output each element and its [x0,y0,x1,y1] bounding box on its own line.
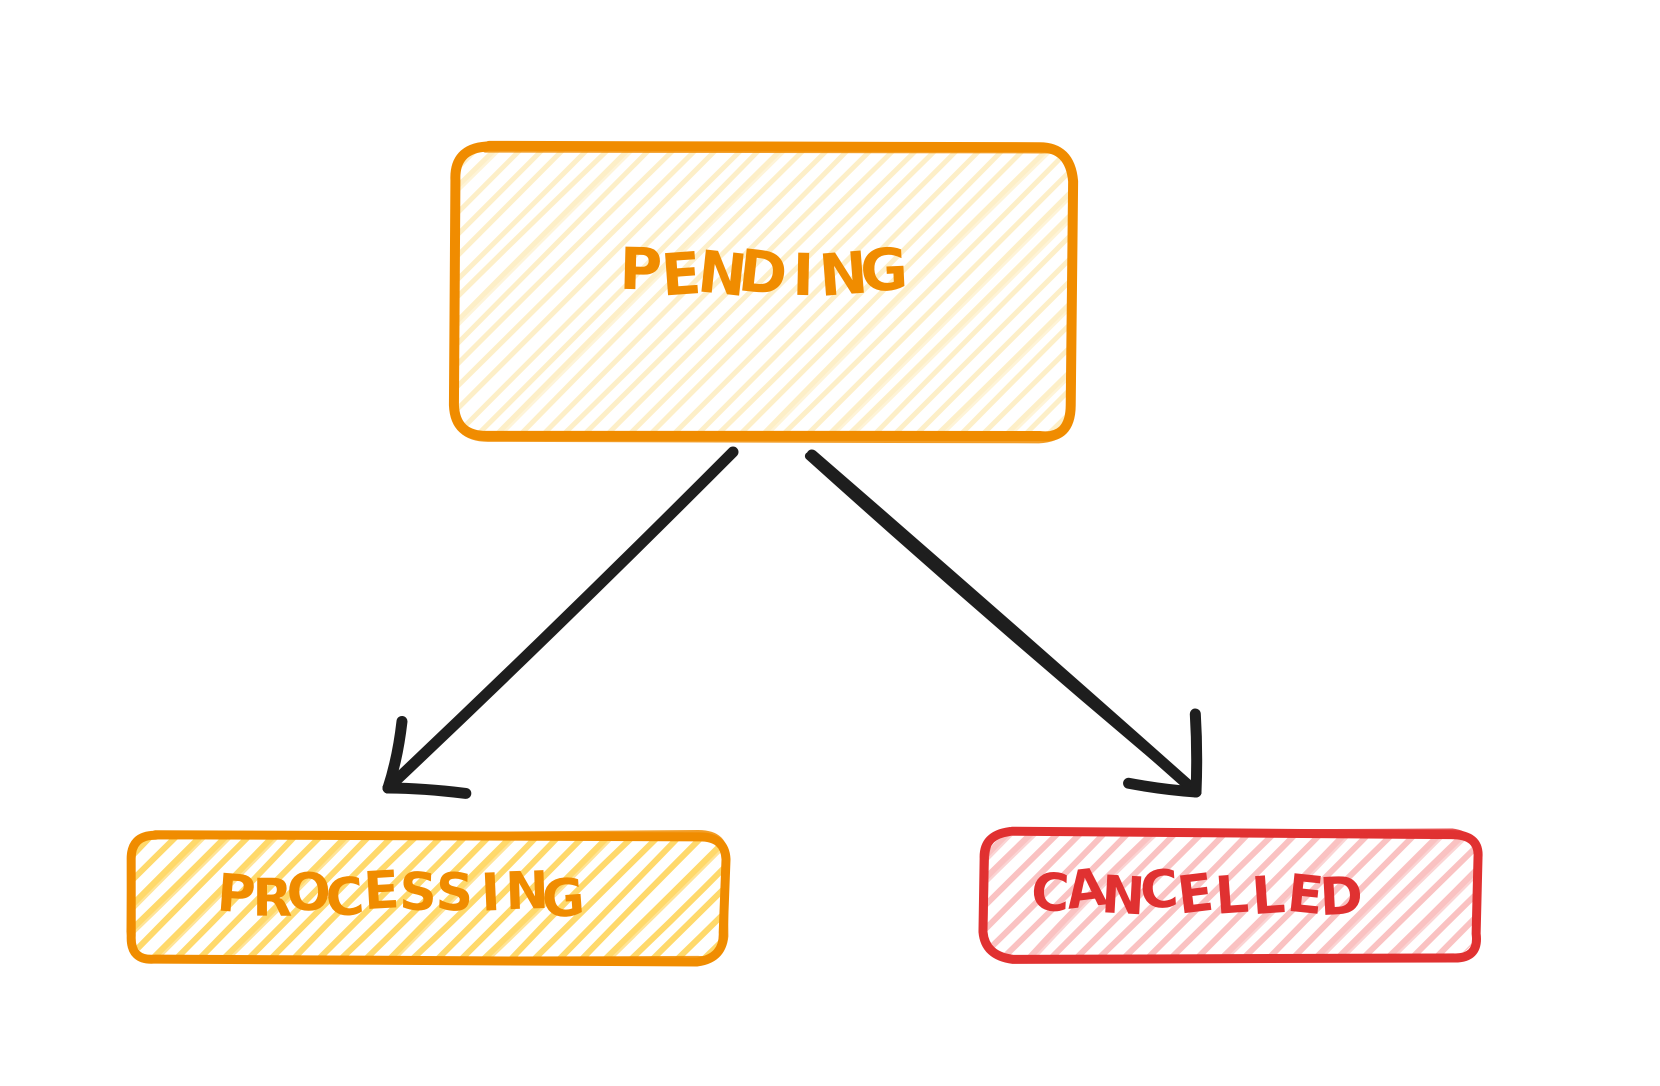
svg-text:E: E [362,860,405,922]
svg-text:O: O [286,863,335,923]
svg-text:P: P [619,235,668,304]
svg-text:D: D [1318,866,1369,928]
node-border-second-pass [982,828,1482,963]
svg-text:A: A [1063,857,1115,922]
svg-text:R: R [252,869,297,929]
svg-text:I: I [792,241,820,310]
svg-text:L: L [1213,864,1255,927]
node-border-second-pass [126,829,729,963]
svg-text:I: I [480,863,506,924]
edge-pending-to-cancelled[interactable] [804,449,1203,798]
svg-text:G: G [540,867,591,930]
svg-text:E: E [1174,862,1221,926]
svg-text:C: C [1030,863,1075,925]
node-border-second-pass [449,143,1076,444]
node-hatch-fill [457,150,1070,436]
svg-text:N: N [695,237,755,310]
edge-line [804,452,1200,796]
svg-text:D: D [735,236,795,309]
svg-text:C: C [1138,859,1184,922]
svg-text:E: E [1285,864,1331,928]
svg-text:N: N [1100,865,1151,928]
svg-text:N: N [817,238,876,310]
svg-text:N: N [504,861,554,922]
node-hatch-fill [132,837,723,958]
svg-text:G: G [859,235,915,305]
edges-layer [382,446,1203,799]
svg-text:C: C [323,866,371,930]
svg-text:E: E [659,239,708,310]
svg-text:S: S [435,862,479,924]
edge-line [382,446,739,794]
arrowhead-pending-to-cancelled [1123,708,1203,798]
svg-text:P: P [215,863,262,926]
arrowhead-pending-to-processing [382,715,472,799]
edge-pending-to-processing[interactable] [382,446,739,799]
svg-text:S: S [398,862,442,923]
svg-text:L: L [1250,865,1292,928]
